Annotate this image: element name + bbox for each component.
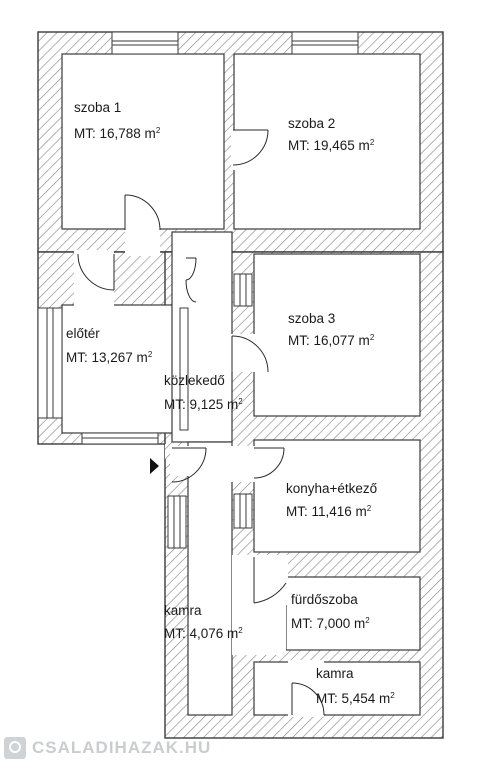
- door-kamra-2: [291, 682, 325, 716]
- door-eloter: [77, 253, 115, 291]
- door-konyha: [253, 447, 285, 479]
- label-szoba-3: szoba 3: [288, 311, 335, 326]
- window-szoba-2: [291, 31, 359, 55]
- room-konyha: [253, 439, 421, 553]
- window-szoba-3-side: [233, 273, 253, 307]
- room-kozlekedo-lower: [187, 441, 233, 716]
- area-konyha: MT: 11,416 m2: [286, 504, 372, 519]
- area-kamra-1: MT: 4,076 m2: [164, 626, 243, 641]
- label-kozlekedo: közlekedő: [164, 373, 225, 388]
- area-eloter: MT: 13,267 m2: [66, 350, 153, 365]
- area-szoba-2: MT: 19,465 m2: [288, 138, 375, 153]
- label-szoba-1: szoba 1: [74, 100, 121, 115]
- watermark: CSALADIHAZAK.HU: [4, 734, 211, 762]
- label-kamra-1: kamra: [164, 603, 202, 618]
- area-kozlekedo: MT: 9,125 m2: [164, 397, 243, 412]
- window-szoba-1: [111, 31, 179, 55]
- room-labels: szoba 1 MT: 16,788 m2 szoba 2 MT: 19,465…: [66, 100, 395, 706]
- area-szoba-3: MT: 16,077 m2: [288, 333, 375, 348]
- room-furdoszoba: [285, 576, 421, 651]
- window-eloter-right: [179, 307, 189, 431]
- door-szoba-1: [124, 194, 161, 231]
- label-furdoszoba: fürdőszoba: [291, 592, 358, 607]
- door-kamra-1: [171, 447, 207, 483]
- windows: [37, 31, 359, 549]
- entrance-arrow-icon: [150, 458, 159, 474]
- window-kamra-1-side: [167, 495, 187, 549]
- area-szoba-1: MT: 16,788 m2: [74, 126, 161, 141]
- area-kamra-2: MT: 5,454 m2: [316, 691, 395, 706]
- door-szoba-2: [232, 129, 269, 166]
- label-konyha: konyha+étkező: [286, 481, 377, 496]
- window-konyha-side: [233, 493, 253, 529]
- room-szoba-1: [61, 53, 225, 230]
- doors: [77, 129, 325, 716]
- label-eloter: előtér: [66, 326, 100, 341]
- door-furdoszoba: [253, 557, 287, 604]
- openings: [74, 130, 324, 717]
- room-szoba-3: [253, 253, 421, 417]
- door-szoba-3: [231, 335, 269, 373]
- room-eloter: [61, 304, 181, 434]
- label-szoba-2: szoba 2: [288, 116, 335, 131]
- window-eloter-left: [37, 307, 63, 419]
- watermark-text: CSALADIHAZAK.HU: [32, 738, 212, 757]
- label-kamra-2: kamra: [316, 666, 354, 681]
- area-furdoszoba: MT: 7,000 m2: [291, 616, 370, 631]
- room-kamra-2: [253, 661, 421, 716]
- door-double-kozlekedo: [185, 257, 197, 303]
- house-logo-icon: [4, 737, 26, 759]
